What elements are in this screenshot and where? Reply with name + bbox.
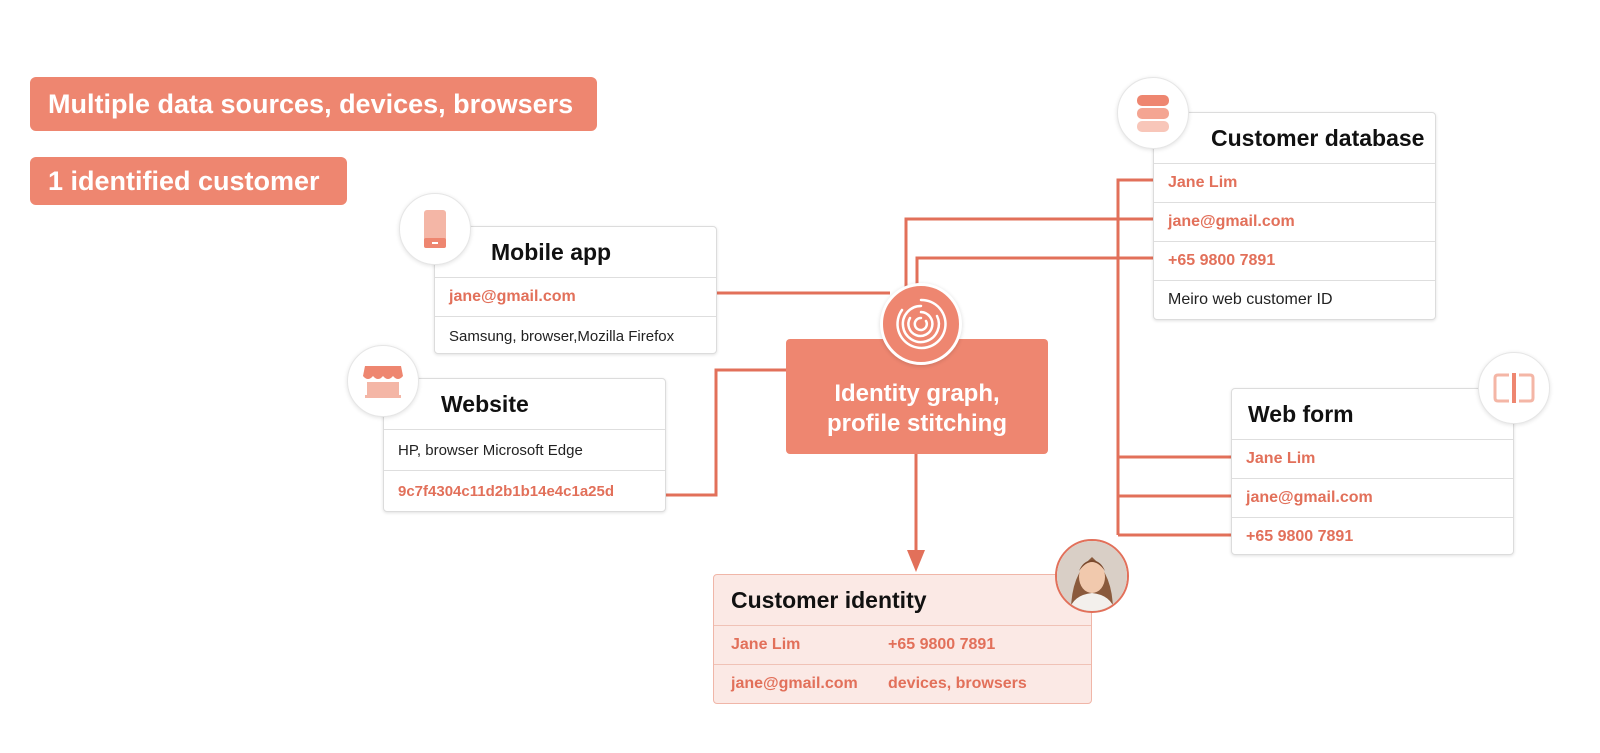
identity-row: jane@gmail.com devices, browsers bbox=[714, 664, 1091, 703]
website-id: 9c7f4304c11d2b1b14e4c1a25d bbox=[384, 470, 665, 511]
customer-identity-title: Customer identity bbox=[731, 586, 927, 613]
db-web-id: Meiro web customer ID bbox=[1154, 280, 1435, 319]
website-device: HP, browser Microsoft Edge bbox=[384, 429, 665, 470]
fingerprint-icon bbox=[880, 283, 962, 365]
connector-trunk bbox=[1116, 178, 1153, 535]
form-icon bbox=[1478, 352, 1550, 424]
identity-name: Jane Lim bbox=[731, 636, 801, 653]
storefront-icon bbox=[347, 345, 419, 417]
webform-email: jane@gmail.com bbox=[1232, 478, 1513, 517]
identity-row: Jane Lim +65 9800 7891 bbox=[714, 625, 1091, 664]
database-icon bbox=[1117, 77, 1189, 149]
customer-database-card: Customer database Jane Lim jane@gmail.co… bbox=[1153, 112, 1436, 320]
headline-customer: 1 identified customer bbox=[30, 157, 347, 205]
connector-db-phone bbox=[915, 256, 1153, 292]
identity-email: jane@gmail.com bbox=[731, 675, 858, 692]
webform-name: Jane Lim bbox=[1232, 439, 1513, 478]
connector-website-id bbox=[646, 368, 786, 497]
smartphone-icon bbox=[399, 193, 471, 265]
arrow-head bbox=[907, 550, 925, 572]
mobile-app-device: Samsung, browser,Mozilla Firefox bbox=[435, 316, 716, 355]
hub-line-1: Identity graph, bbox=[834, 379, 1000, 407]
connector-db-email bbox=[904, 217, 1153, 292]
identity-phone: +65 9800 7891 bbox=[888, 636, 996, 653]
website-card: Website HP, browser Microsoft Edge 9c7f4… bbox=[383, 378, 666, 512]
db-name: Jane Lim bbox=[1154, 163, 1435, 202]
identity-devices: devices, browsers bbox=[888, 675, 1027, 692]
db-phone: +65 9800 7891 bbox=[1154, 241, 1435, 280]
website-title: Website bbox=[441, 390, 529, 417]
customer-database-title: Customer database bbox=[1211, 124, 1425, 151]
db-email: jane@gmail.com bbox=[1154, 202, 1435, 241]
web-form-title: Web form bbox=[1248, 400, 1354, 427]
customer-identity-card: Customer identity Jane Lim +65 9800 7891… bbox=[713, 574, 1092, 704]
webform-phone: +65 9800 7891 bbox=[1232, 517, 1513, 556]
mobile-app-email: jane@gmail.com bbox=[435, 277, 716, 316]
mobile-app-title: Mobile app bbox=[491, 238, 612, 265]
avatar bbox=[1055, 539, 1129, 613]
hub-line-2: profile stitching bbox=[827, 409, 1007, 437]
web-form-card: Web form Jane Lim jane@gmail.com +65 980… bbox=[1231, 388, 1514, 555]
headline-sources: Multiple data sources, devices, browsers bbox=[30, 77, 597, 131]
mobile-app-card: Mobile app jane@gmail.com Samsung, brows… bbox=[434, 226, 717, 354]
